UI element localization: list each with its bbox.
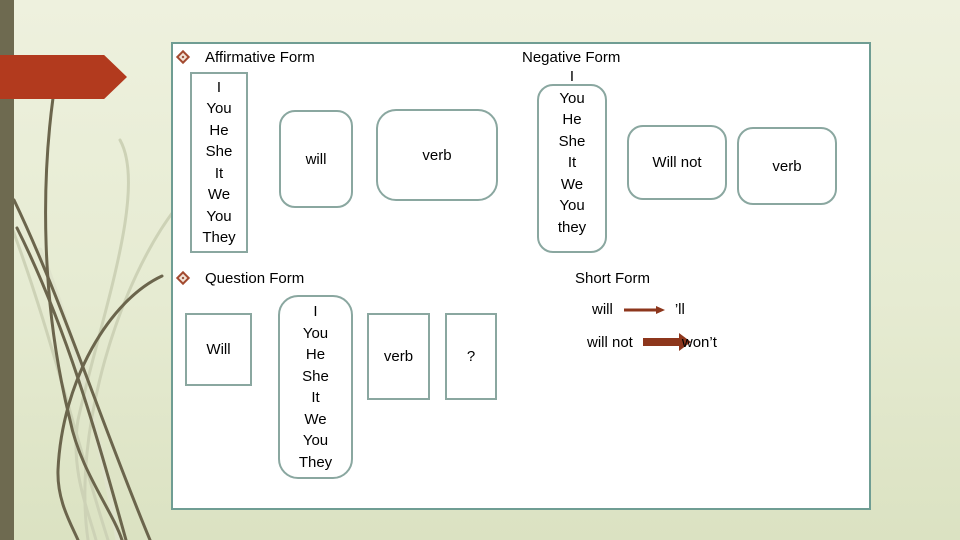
question-verb-label: verb [383,348,414,365]
short-form-full: will [592,301,613,318]
pronoun-line: We [304,410,327,428]
arrow-right-icon [623,305,665,314]
pronoun-line: We [560,175,584,193]
negative-pronoun-box [537,84,607,253]
pronoun-line: You [559,89,585,107]
pronoun-line: She [558,132,586,150]
pronoun-line: You [302,432,329,449]
pronoun-line: They [202,229,236,246]
pronoun-line: He [209,121,229,139]
pronoun-line: It [567,154,577,171]
affirmative-verb-label: verb [422,146,452,164]
affirmative-verb-box: verb [376,109,498,201]
affirmative-will-box: will [279,110,353,208]
pronoun-line: He [305,346,326,363]
pronoun-line: It [214,164,224,182]
short-form-contraction: won’t [681,333,717,351]
negative-willnot-label: Will not [652,154,702,171]
pronoun-line: I [313,303,318,320]
pronoun-line: It [311,389,320,406]
pronoun-line: He [562,111,582,128]
pronoun-line: She [302,367,329,385]
pronoun-line: You [206,207,232,225]
pronoun-line: they [557,218,587,236]
negative-verb-box: verb [737,127,837,205]
negative-willnot-box: Will not [627,125,727,200]
question-mark-box: ? [445,313,497,400]
short-form-contraction: ’ll [674,301,685,318]
negative-verb-label: verb [772,157,802,175]
short-form-row: will ’ll [592,301,685,318]
red-arrow-banner [0,55,127,99]
question-mark-label: ? [466,348,476,365]
pronoun-line: They [298,453,333,471]
pronoun-line: You [302,324,329,342]
pronoun-line: You [559,197,585,214]
short-form-row: will not won’t [587,333,717,351]
pronoun-line: I [569,68,575,85]
pronoun-line: We [207,186,231,203]
block-arrow-right-icon [642,333,691,351]
short-form-full: will not [587,333,633,351]
question-will-box: Will [185,313,252,386]
pronoun-line: I [216,78,222,96]
pronoun-line: You [206,100,232,117]
affirmative-form-title: Affirmative Form [205,49,315,66]
question-verb-box: verb [367,313,430,400]
question-will-label: Will [206,341,231,358]
negative-form-title: Negative Form [522,49,621,66]
short-form-title: Short Form [575,270,651,287]
affirmative-will-label: will [305,150,327,168]
question-form-title: Question Form [205,270,305,287]
pronoun-line: She [205,143,233,160]
